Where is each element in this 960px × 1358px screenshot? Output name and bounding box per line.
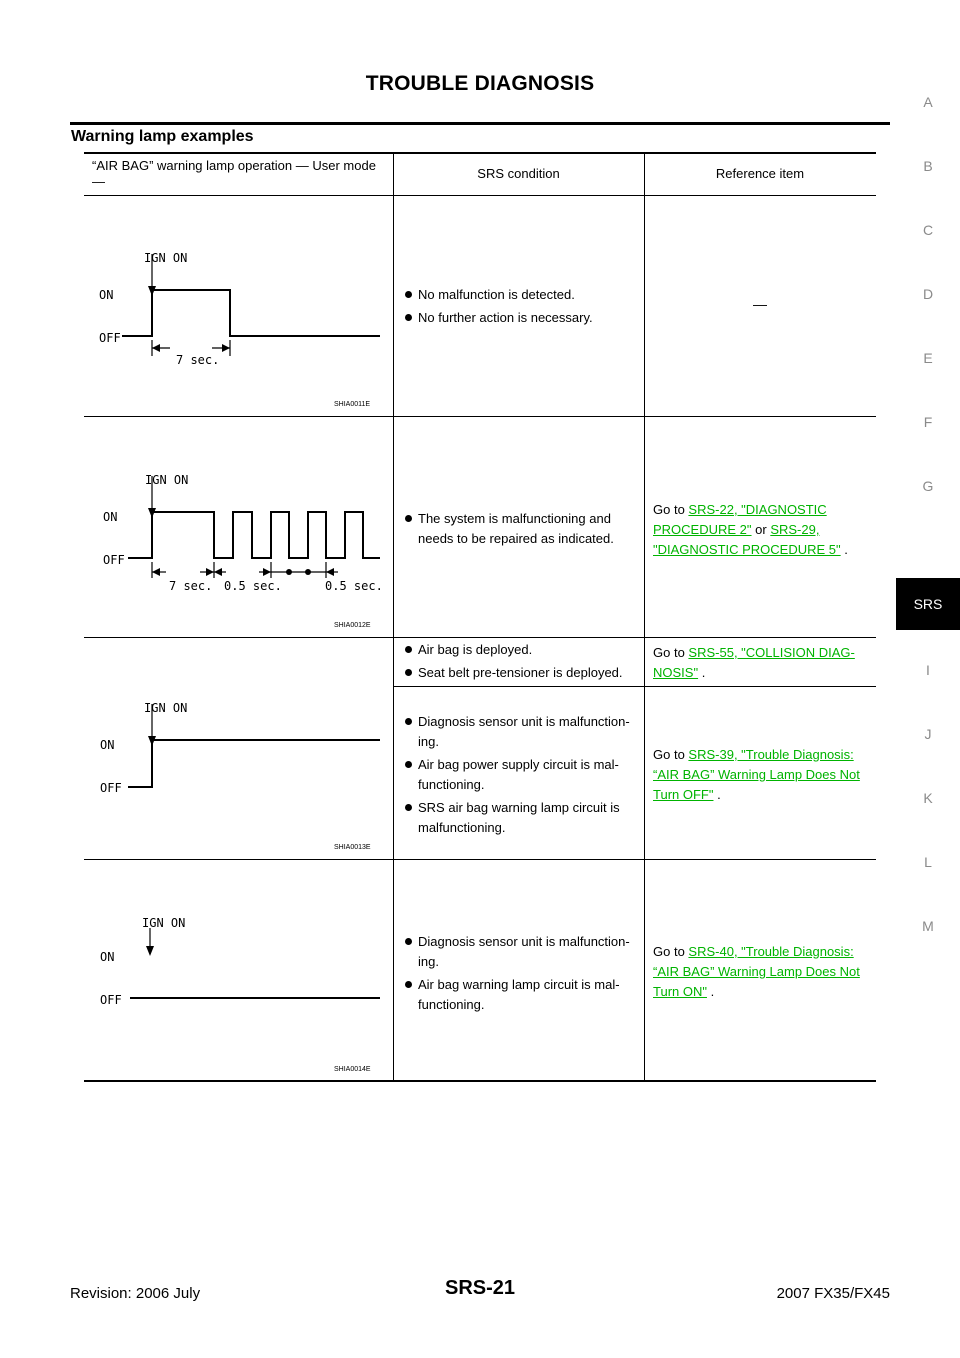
label-off: OFF (100, 993, 122, 1007)
reference-link-srs-55[interactable]: SRS-55, "COLLISION DIAG-NOSIS" (653, 645, 855, 680)
conditions-row-3b: Diagnosis sensor unit is malfunction-ing… (405, 712, 633, 841)
label-0-5-sec: 0.5 sec. (325, 579, 383, 593)
condition-item: SRS air bag warning lamp circuit is malf… (405, 798, 633, 838)
column-divider (393, 152, 394, 1082)
side-index-c[interactable]: C (922, 222, 934, 238)
figure-id: SHIA0012E (334, 622, 371, 629)
conditions-row-2: The system is malfunctioning and needs t… (405, 509, 630, 552)
label-0-5-sec: 0.5 sec. (224, 579, 282, 593)
header-lamp-operation: “AIR BAG” warning lamp operation — User … (92, 158, 376, 189)
side-index-k[interactable]: K (923, 790, 933, 806)
condition-item: The system is malfunctioning and needs t… (405, 509, 630, 549)
condition-item: No malfunction is detected. (405, 285, 637, 305)
table-bottom-rule (84, 1080, 876, 1082)
lamp-diagram-normal: IGN ON ON OFF 7 sec. (99, 251, 380, 367)
conditions-row-1: No malfunction is detected. No further a… (405, 285, 637, 331)
condition-item: Air bag is deployed. (405, 640, 640, 660)
title-rule (70, 122, 890, 125)
conditions-row-3a: Air bag is deployed. Seat belt pre-tensi… (405, 640, 640, 686)
side-index-g[interactable]: G (922, 478, 934, 494)
reference-row-2: Go to SRS-22, "DIAGNOSTIC PROCEDURE 2" o… (653, 500, 873, 560)
condition-item: Seat belt pre-tensioner is deployed. (405, 663, 640, 683)
figure-id: SHIA0011E (334, 401, 371, 408)
label-ign-on: IGN ON (145, 473, 188, 487)
side-index-m[interactable]: M (922, 918, 934, 934)
label-off: OFF (100, 781, 122, 795)
side-index-l[interactable]: L (924, 854, 932, 870)
reference-prefix: Go to (653, 747, 689, 762)
reference-suffix: . (713, 787, 721, 802)
header-reference-item: Reference item (715, 166, 805, 181)
label-7-sec: 7 sec. (169, 579, 212, 593)
side-index-j[interactable]: J (924, 726, 932, 742)
label-on: ON (100, 950, 114, 964)
condition-item: Air bag warning lamp circuit is mal-func… (405, 975, 635, 1015)
footer-page-number: SRS-21 (444, 1277, 516, 1299)
label-ign-on: IGN ON (144, 251, 187, 265)
label-on: ON (100, 738, 114, 752)
reference-none: — (753, 296, 767, 312)
label-on: ON (99, 288, 113, 302)
footer-revision: Revision: 2006 July (70, 1285, 201, 1302)
side-index-a[interactable]: A (923, 94, 933, 110)
section-heading: Warning lamp examples (71, 128, 254, 145)
lamp-diagram-stays-on: IGN ON ON OFF (100, 701, 380, 795)
figure-id: SHIA0013E (334, 844, 371, 851)
conditions-row-4: Diagnosis sensor unit is malfunction-ing… (405, 932, 635, 1018)
reference-prefix: Go to (653, 502, 689, 517)
page-title: TROUBLE DIAGNOSIS (365, 72, 595, 95)
row-divider (84, 416, 876, 417)
reference-row-3b: Go to SRS-39, "Trouble Diagnosis: “AIR B… (653, 745, 873, 805)
reference-suffix: . (840, 542, 848, 557)
reference-link-srs-22[interactable]: SRS-22, "DIAGNOSTIC PROCEDURE 2" (653, 502, 827, 537)
reference-link-srs-40[interactable]: SRS-40, "Trouble Diagnosis: “AIR BAG” Wa… (653, 944, 860, 999)
label-on: ON (103, 510, 117, 524)
label-off: OFF (99, 331, 121, 345)
label-ign-on: IGN ON (144, 701, 187, 715)
column-divider (644, 152, 645, 1082)
header-srs-condition: SRS condition (477, 166, 560, 181)
figure-id: SHIA0014E (334, 1066, 371, 1073)
side-index-f[interactable]: F (923, 414, 933, 430)
side-index-i[interactable]: I (926, 662, 930, 678)
lamp-diagram-malfunction: IGN ON ON OFF 7 sec. 0.5 sec. 0.5 sec. (103, 473, 383, 593)
row-divider (84, 637, 876, 638)
reference-row-3a: Go to SRS-55, "COLLISION DIAG-NOSIS" . (653, 643, 873, 683)
reference-mid: or (751, 522, 771, 537)
condition-item: No further action is necessary. (405, 308, 637, 328)
condition-item: Diagnosis sensor unit is malfunction-ing… (405, 712, 633, 752)
side-index: A B C D E F G SRS I J K L M (896, 0, 960, 1358)
label-off: OFF (103, 553, 125, 567)
sub-row-divider (393, 686, 876, 687)
reference-link-srs-39[interactable]: SRS-39, "Trouble Diagnosis: “AIR BAG” Wa… (653, 747, 860, 802)
reference-suffix: . (706, 984, 715, 999)
row-divider (84, 859, 876, 860)
reference-suffix: . (698, 665, 706, 680)
condition-item: Diagnosis sensor unit is malfunction-ing… (405, 932, 635, 972)
condition-item: Air bag power supply circuit is mal-func… (405, 755, 633, 795)
reference-prefix: Go to (653, 944, 689, 959)
reference-row-4: Go to SRS-40, "Trouble Diagnosis: “AIR B… (653, 942, 873, 1002)
label-7-sec: 7 sec. (176, 353, 219, 367)
table-header-rule (84, 195, 876, 196)
side-index-e[interactable]: E (923, 350, 933, 366)
label-ign-on: IGN ON (142, 916, 185, 930)
table-top-rule (84, 152, 876, 154)
side-index-d[interactable]: D (922, 286, 934, 302)
footer-model: 2007 FX35/FX45 (776, 1285, 890, 1302)
lamp-diagram-never-on: IGN ON ON OFF (100, 916, 380, 1007)
side-index-srs-active[interactable]: SRS (896, 578, 960, 630)
reference-prefix: Go to (653, 645, 689, 660)
side-index-b[interactable]: B (923, 158, 933, 174)
reference-link-srs-29[interactable]: SRS-29, "DIAGNOSTIC PROCEDURE 5" (653, 522, 841, 557)
